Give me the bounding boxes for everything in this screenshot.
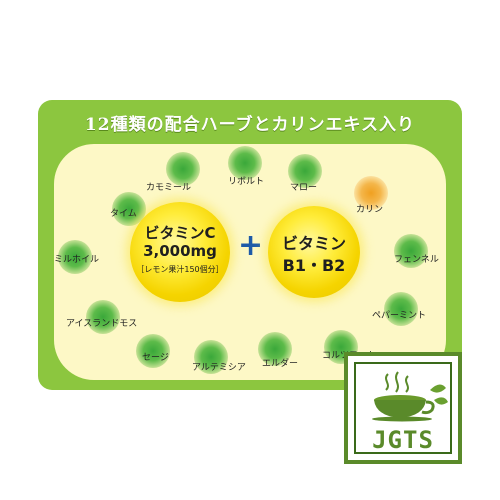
herb-bubble-millefoil xyxy=(58,240,92,274)
tea-cup-icon xyxy=(372,371,448,422)
vitamin-c-ball: ビタミンC 3,000mg ［レモン果汁150個分］ xyxy=(130,202,230,302)
vitamin-b-types: B1・B2 xyxy=(282,256,346,275)
vitamin-b-ball: ビタミン B1・B2 xyxy=(268,206,360,298)
herb-bubble-artemisia xyxy=(194,340,228,374)
herb-label-thyme: タイム xyxy=(110,209,137,219)
herb-bubble-elder xyxy=(258,332,292,366)
herb-map: カモミール リボルト マロー カリン タイム フェンネル ミルホイル ペパーミン… xyxy=(54,144,446,380)
herb-label-artemisia: アルテミシア xyxy=(192,363,246,373)
herb-bubble-riboruto xyxy=(228,146,262,180)
herb-label-elder: エルダー xyxy=(262,359,299,369)
herb-label-karin: カリン xyxy=(356,205,384,215)
herb-label-peppermint: ペパーミント xyxy=(372,311,427,321)
vitamin-b-title: ビタミン xyxy=(281,234,346,253)
vitamin-c-amount: 3,000mg xyxy=(143,242,217,260)
herb-label-fennel: フェンネル xyxy=(394,255,439,265)
herb-label-sage: セージ xyxy=(142,353,169,363)
herb-label-chamomile: カモミール xyxy=(146,183,192,193)
herb-bubble-mallow xyxy=(288,154,322,188)
herb-bubble-peppermint xyxy=(384,292,418,326)
herb-bubble-sage xyxy=(136,334,170,368)
logo-frame: JGTS xyxy=(354,362,452,454)
vitamin-c-lemon-note: ［レモン果汁150個分］ xyxy=(136,265,224,274)
logo-text: JGTS xyxy=(372,426,434,454)
herb-infographic-panel: 12種類の配合ハーブとカリンエキス入り カモミール リボルト マロー カリン タ… xyxy=(38,100,462,390)
infographic-title: 12種類の配合ハーブとカリンエキス入り xyxy=(84,115,416,135)
vitamin-c-title: ビタミンC xyxy=(144,224,216,242)
herb-bubble-chamomile xyxy=(166,152,200,186)
herb-bubble-karin xyxy=(354,176,388,210)
herb-label-millefoil: ミルホイル xyxy=(54,255,100,265)
herb-bubble-fennel xyxy=(394,234,428,268)
herb-label-riboruto: リボルト xyxy=(228,177,265,187)
herb-bubble-iceland-moss xyxy=(86,300,120,334)
herb-label-mallow: マロー xyxy=(290,183,318,193)
herb-label-iceland-moss: アイスランドモス xyxy=(66,319,138,329)
jgts-logo: JGTS xyxy=(344,352,462,464)
plus-sign: + xyxy=(238,228,264,263)
